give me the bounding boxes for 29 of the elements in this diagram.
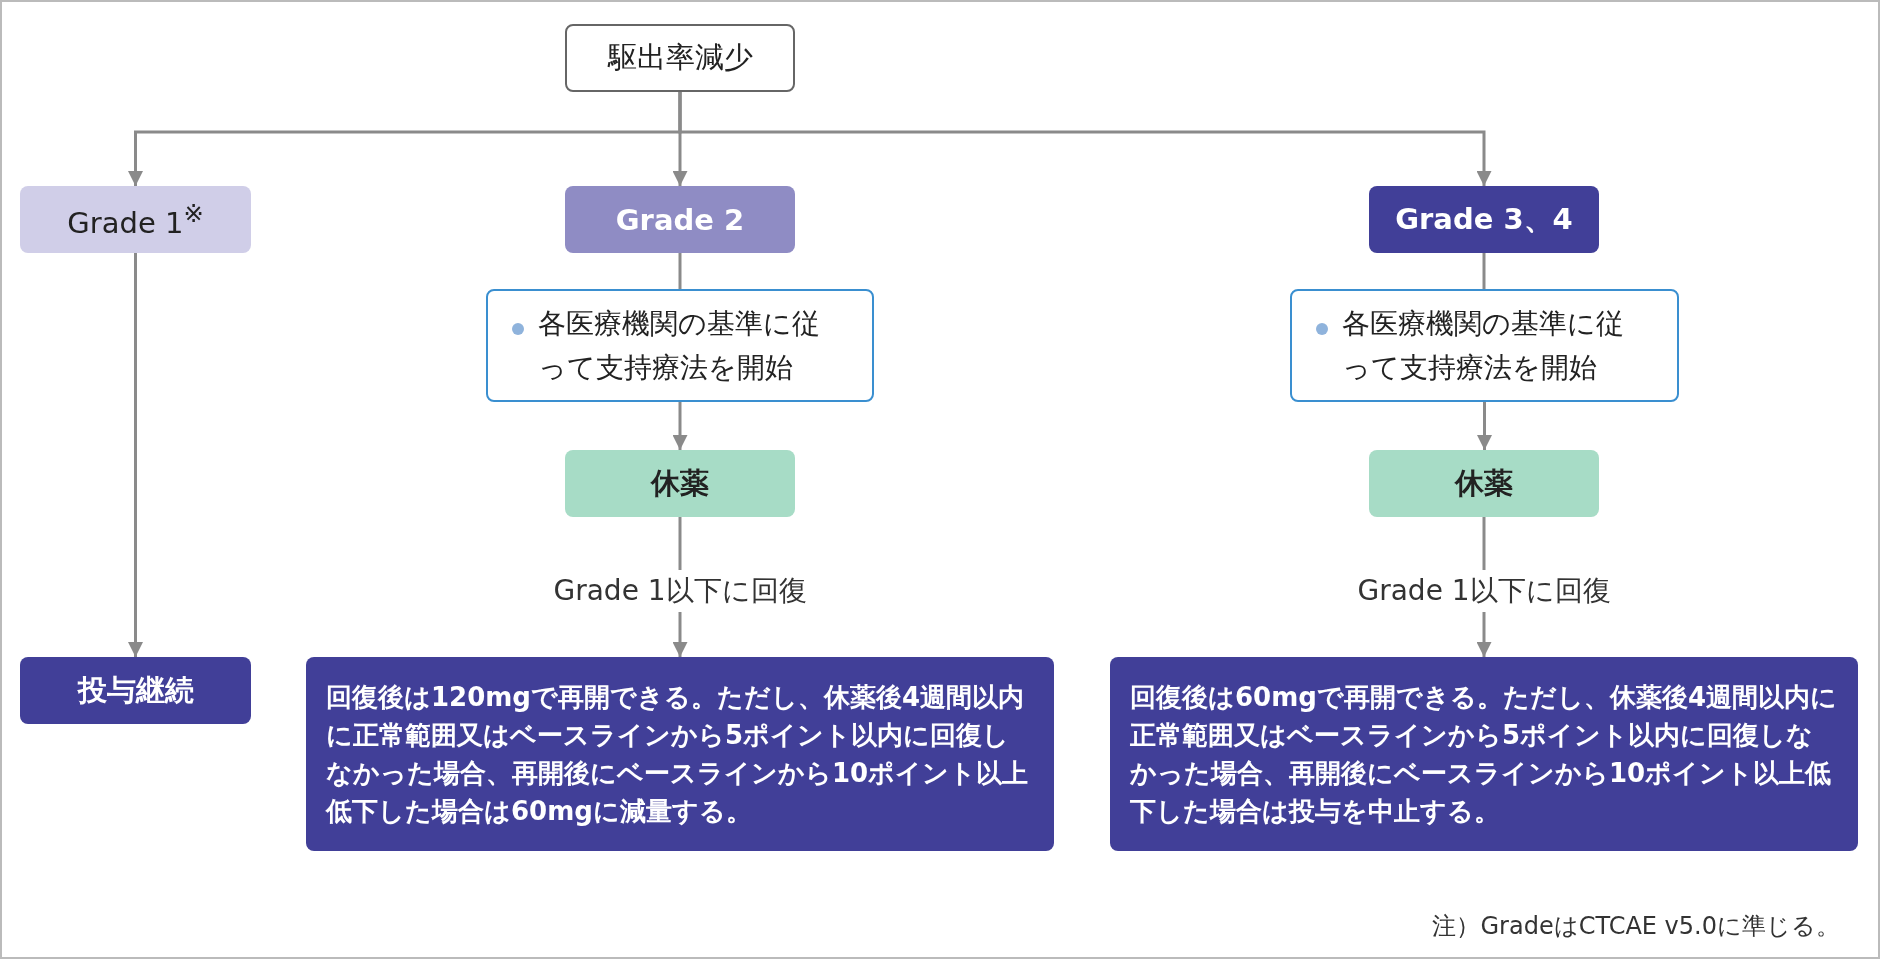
node-label: Grade 3、4 <box>1395 200 1573 238</box>
instruction-box <box>1110 657 1858 851</box>
connector-line <box>678 253 682 289</box>
arrow <box>678 92 1492 186</box>
node-label: Grade 1$^{※}$ <box>67 199 204 240</box>
action-box <box>565 450 795 517</box>
node-text: 回復後は60mgで再開できる。ただし、休薬後4週間以内に正常範囲又はベースラインから5ポイント以内に回復しなかった場合、再開後にベースラインから10ポイント以上低下した場合は投与を中止する。 <box>1130 681 1838 828</box>
node-label: 休薬 <box>651 464 709 502</box>
action-box <box>1290 289 1679 402</box>
arrow <box>128 253 143 657</box>
arrow <box>1477 402 1492 450</box>
node-text: 各医療機関の基準に従って支持療法を開始 <box>538 305 821 386</box>
action-box <box>486 289 874 402</box>
note-text: 注）GradeはCTCAE v5.0に準じる。 <box>1432 911 1840 942</box>
grade-box <box>1369 186 1599 253</box>
grade-box <box>20 186 251 253</box>
instruction-box <box>306 657 1054 851</box>
connector-line <box>1482 253 1486 289</box>
grade-box <box>565 186 795 253</box>
node-text: 回復後は120mgで再開できる。ただし、休薬後4週間以内に正常範囲又はベースラインから5ポイント以内に回復しなかった場合、再開後にベースラインから10ポイント以上低下した場合は60mgに減量する。 <box>326 681 1030 828</box>
arrow <box>672 402 688 450</box>
action-box <box>20 657 251 724</box>
node-text: 各医療機関の基準に従って支持療法を開始 <box>1342 305 1625 386</box>
node-label: Grade 2 <box>615 202 745 237</box>
node-label: 駆出率減少 <box>607 39 753 76</box>
node-label: 休薬 <box>1455 464 1513 502</box>
action-box <box>1369 450 1599 517</box>
node-label: 投与継続 <box>77 671 194 709</box>
process-box <box>565 24 795 92</box>
